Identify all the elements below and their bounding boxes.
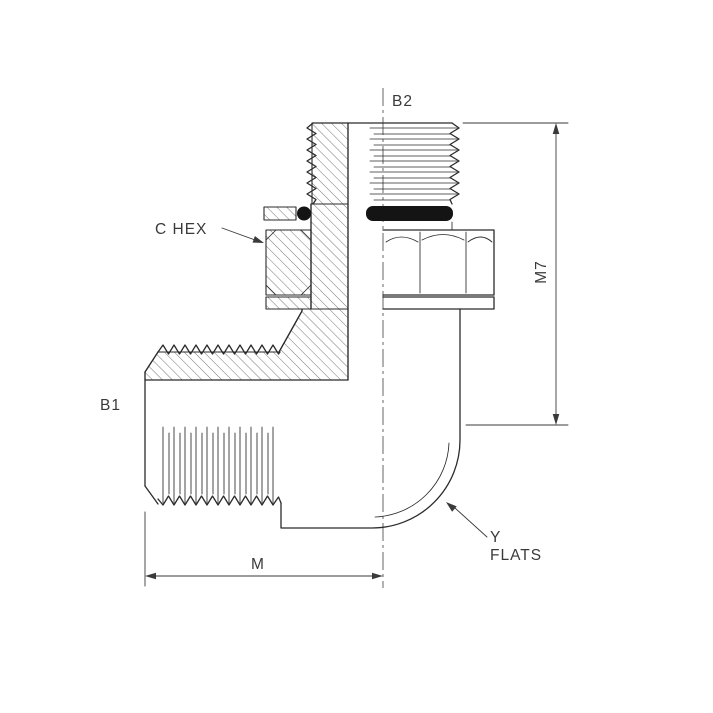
c-hex-leader-line (221, 227, 256, 241)
locknut-section (265, 229, 312, 296)
side-port-thread-crest-lines (162, 426, 274, 504)
elbow-corner-section (144, 308, 349, 381)
c-hex-leader-arrow (252, 236, 264, 243)
callout-y-flats: Y FLATS (446, 502, 542, 564)
m-arrow-left (145, 572, 156, 580)
locknut-chamfer-arcs (385, 234, 493, 243)
elbow-body (280, 308, 461, 529)
locknut-face-lines (419, 231, 467, 294)
hex-locknut (265, 229, 495, 310)
top-port-thread-profile-right (449, 122, 460, 205)
y-flats-leader-line (454, 507, 488, 538)
m7-arrow-bottom (552, 414, 560, 425)
locknut-outline (382, 229, 495, 310)
side-port-thread-root-lines (168, 432, 269, 495)
backup-washer-section (263, 206, 297, 221)
top-port-thread-root-lines (373, 133, 451, 201)
locknut-section-chamfers (265, 229, 312, 296)
label-y-flats-line2: FLATS (490, 547, 542, 564)
side-port-thread-profile-bottom (157, 495, 282, 506)
label-c-hex: C HEX (155, 221, 207, 238)
top-port (306, 122, 460, 381)
flats-edge-arc (374, 442, 450, 518)
dim-m: M (144, 511, 383, 587)
top-port-thread-crest-lines (369, 127, 458, 195)
label-b2: B2 (392, 93, 413, 110)
y-flats-leader-arrow (446, 502, 457, 512)
body-shoulder-line (278, 308, 303, 353)
label-b1: B1 (100, 397, 121, 414)
dim-m7: M7 (462, 122, 569, 426)
m-arrow-right (372, 572, 383, 580)
side-port-thread-profile-top (157, 344, 281, 355)
body-section-hatch (144, 122, 349, 381)
m7-arrow-top (552, 123, 560, 134)
elbow-outer-profile (280, 308, 461, 529)
side-port-nose-chamfers (144, 351, 159, 505)
side-port (144, 308, 349, 506)
top-port-thread-profile-left (306, 122, 317, 205)
callout-c-hex: C HEX (155, 221, 264, 243)
top-port-wall-section (311, 122, 349, 205)
label-m7: M7 (533, 260, 550, 284)
locknut-flange-section (265, 296, 312, 310)
label-m: M (251, 556, 265, 573)
shank-wall-section (310, 203, 349, 310)
o-ring-band (366, 206, 453, 221)
label-y-flats-line1: Y (490, 529, 501, 546)
o-ring (297, 206, 453, 221)
o-ring-section (297, 206, 311, 221)
